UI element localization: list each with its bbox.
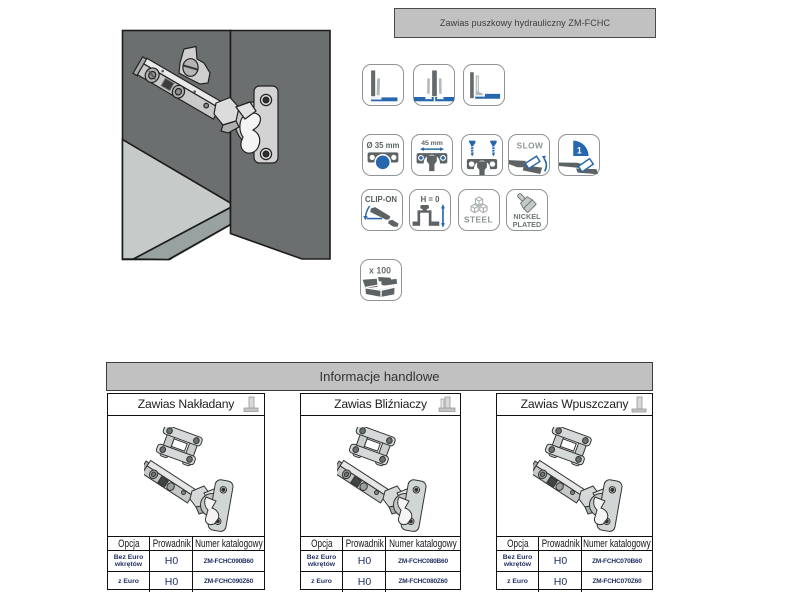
svg-text:STEEL: STEEL <box>463 215 492 225</box>
svg-text:SLOW: SLOW <box>517 141 544 151</box>
svg-text:PLATED: PLATED <box>513 220 542 229</box>
svg-text:Ø 35 mm: Ø 35 mm <box>366 141 399 150</box>
svg-text:CLIP-ON: CLIP-ON <box>364 195 396 204</box>
svg-text:1: 1 <box>576 145 581 155</box>
svg-text:45 mm: 45 mm <box>421 140 443 147</box>
svg-text:H = 0: H = 0 <box>421 195 441 204</box>
svg-text:NICKEL: NICKEL <box>513 212 541 221</box>
svg-text:x 100: x 100 <box>369 265 391 275</box>
